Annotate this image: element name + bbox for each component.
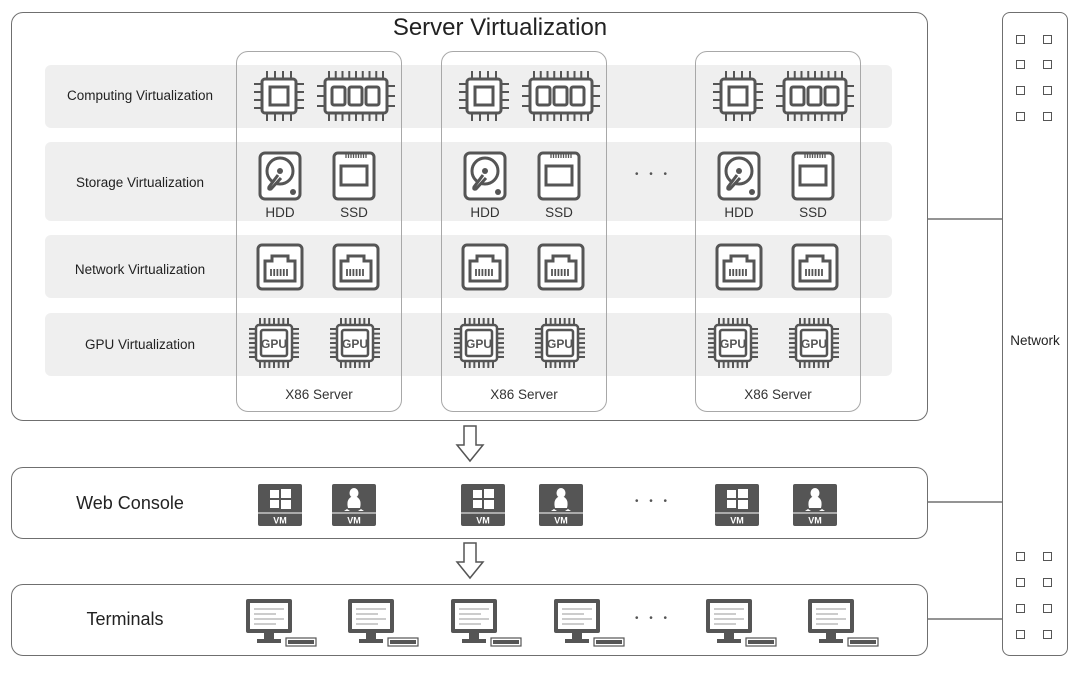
network-switch bbox=[1002, 12, 1068, 656]
svg-text:GPU: GPU bbox=[720, 337, 746, 351]
terminal-icon bbox=[348, 599, 419, 647]
panel-title: Server Virtualization bbox=[392, 14, 608, 41]
x86-server-box bbox=[441, 51, 607, 412]
network-port bbox=[1043, 86, 1052, 95]
ssd-icon bbox=[537, 151, 581, 201]
network-port bbox=[1043, 60, 1052, 69]
web-console-label: Web Console bbox=[76, 493, 184, 513]
x86-server-box bbox=[695, 51, 861, 412]
server-label: X86 Server bbox=[490, 387, 558, 402]
ethernet-port-icon bbox=[461, 243, 509, 291]
windows-vm-icon: VM bbox=[461, 484, 505, 526]
network-port bbox=[1016, 35, 1025, 44]
svg-text:GPU: GPU bbox=[547, 337, 573, 351]
cpu-chip-icon bbox=[254, 71, 304, 121]
terminal-icon bbox=[554, 599, 625, 647]
network-port bbox=[1016, 630, 1025, 639]
multi-core-chip-icon bbox=[317, 71, 395, 121]
cpu-chip-icon bbox=[459, 71, 509, 121]
gpu-chip-icon: GPU bbox=[535, 318, 585, 368]
terminal-icon bbox=[808, 599, 879, 647]
network-label: Network bbox=[1010, 333, 1060, 348]
linux-vm-icon: VM bbox=[539, 484, 583, 526]
terminal-icon bbox=[451, 599, 522, 647]
row-label-network: Network Virtualization bbox=[74, 262, 206, 277]
network-port bbox=[1016, 552, 1025, 561]
gpu-chip-icon: GPU bbox=[789, 318, 839, 368]
x86-server-box bbox=[236, 51, 402, 412]
ethernet-port-icon bbox=[537, 243, 585, 291]
row-label-storage: Storage Virtualization bbox=[75, 175, 205, 190]
terminals-label: Terminals bbox=[86, 609, 164, 629]
network-port bbox=[1043, 35, 1052, 44]
ellipsis: • • • bbox=[635, 613, 672, 624]
ssd-label: SSD bbox=[340, 205, 368, 220]
ssd-label: SSD bbox=[545, 205, 573, 220]
svg-text:VM: VM bbox=[554, 516, 568, 526]
hdd-icon bbox=[258, 151, 302, 201]
svg-text:VM: VM bbox=[476, 516, 490, 526]
ethernet-port-icon bbox=[791, 243, 839, 291]
svg-text:VM: VM bbox=[808, 516, 822, 526]
row-label-computing: Computing Virtualization bbox=[66, 88, 214, 103]
down-arrow-icon bbox=[455, 425, 485, 463]
ellipsis: • • • bbox=[635, 169, 672, 180]
hdd-icon bbox=[717, 151, 761, 201]
windows-vm-icon: VM bbox=[258, 484, 302, 526]
svg-text:GPU: GPU bbox=[466, 337, 492, 351]
svg-text:VM: VM bbox=[273, 516, 287, 526]
network-port bbox=[1043, 552, 1052, 561]
hdd-label: HDD bbox=[470, 205, 500, 220]
ssd-icon bbox=[791, 151, 835, 201]
network-port bbox=[1043, 604, 1052, 613]
hdd-label: HDD bbox=[724, 205, 754, 220]
gpu-chip-icon: GPU bbox=[708, 318, 758, 368]
network-port bbox=[1016, 86, 1025, 95]
svg-text:GPU: GPU bbox=[261, 337, 287, 351]
network-port bbox=[1043, 112, 1052, 121]
ellipsis: • • • bbox=[635, 496, 672, 507]
multi-core-chip-icon bbox=[776, 71, 854, 121]
gpu-chip-icon: GPU bbox=[249, 318, 299, 368]
down-arrow-icon bbox=[455, 542, 485, 580]
network-port bbox=[1016, 60, 1025, 69]
server-label: X86 Server bbox=[744, 387, 812, 402]
terminal-icon bbox=[706, 599, 777, 647]
linux-vm-icon: VM bbox=[793, 484, 837, 526]
ssd-icon bbox=[332, 151, 376, 201]
ethernet-port-icon bbox=[715, 243, 763, 291]
ethernet-port-icon bbox=[256, 243, 304, 291]
svg-text:VM: VM bbox=[347, 516, 361, 526]
svg-text:VM: VM bbox=[730, 516, 744, 526]
multi-core-chip-icon bbox=[522, 71, 600, 121]
network-port bbox=[1016, 112, 1025, 121]
hdd-icon bbox=[463, 151, 507, 201]
gpu-chip-icon: GPU bbox=[454, 318, 504, 368]
linux-vm-icon: VM bbox=[332, 484, 376, 526]
network-port bbox=[1016, 578, 1025, 587]
terminal-icon bbox=[246, 599, 317, 647]
server-label: X86 Server bbox=[285, 387, 353, 402]
gpu-chip-icon: GPU bbox=[330, 318, 380, 368]
hdd-label: HDD bbox=[265, 205, 295, 220]
ethernet-port-icon bbox=[332, 243, 380, 291]
network-port bbox=[1043, 630, 1052, 639]
ssd-label: SSD bbox=[799, 205, 827, 220]
network-port bbox=[1016, 604, 1025, 613]
row-label-gpu: GPU Virtualization bbox=[84, 337, 196, 352]
cpu-chip-icon bbox=[713, 71, 763, 121]
windows-vm-icon: VM bbox=[715, 484, 759, 526]
svg-text:GPU: GPU bbox=[342, 337, 368, 351]
network-port bbox=[1043, 578, 1052, 587]
svg-text:GPU: GPU bbox=[801, 337, 827, 351]
